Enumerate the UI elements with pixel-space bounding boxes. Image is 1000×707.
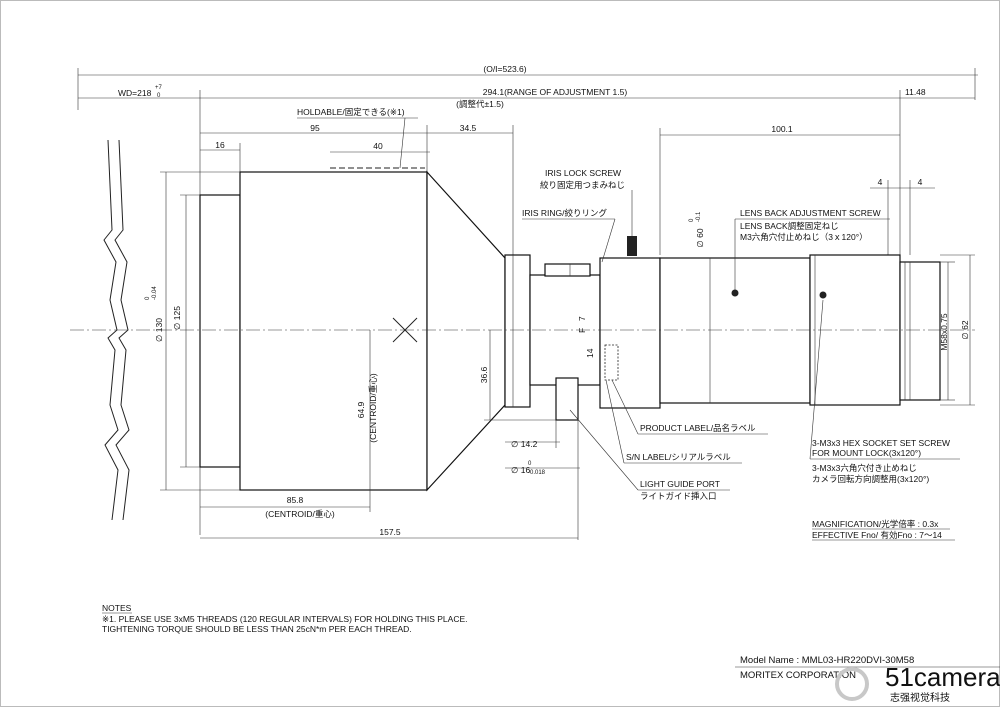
effective-fno-label: EFFECTIVE Fno/ 有効Fno : 7～14 (812, 530, 942, 540)
iris-ring-tab (544, 263, 591, 277)
product-label: PRODUCT LABEL/品名ラベル (640, 423, 756, 433)
d16b-dim: ∅ 16 (511, 465, 530, 475)
f-val-1: 7 (577, 316, 587, 321)
sn-label: S/N LABEL/シリアルラベル (626, 452, 731, 462)
iris-ring-leader (601, 218, 616, 263)
light-guide-port (555, 377, 579, 421)
d16-dim: 16 (215, 140, 225, 150)
d60-dim: ∅ 60 (695, 228, 705, 247)
notes-heading: NOTES (102, 603, 132, 613)
d62-dim: ∅ 62 (960, 320, 970, 339)
d345-dim: 34.5 (460, 123, 477, 133)
product-label-patch (604, 344, 619, 381)
hex-screw-label-1: 3-M3x3 HEX SOCKET SET SCREW (812, 438, 950, 448)
hex-screw-label-2: FOR MOUNT LOCK(3x120°) (812, 448, 921, 458)
cone-section (426, 170, 506, 492)
d4b-dim: 4 (918, 177, 923, 187)
watermark-logo-icon (835, 667, 869, 701)
d1001-dim: 100.1 (771, 124, 793, 134)
notes-line-2: TIGHTENING TORQUE SHOULD BE LESS THAN 25… (102, 624, 412, 634)
d16b-tol-a: 0 (528, 461, 532, 467)
lens-back-screw-hole (731, 289, 739, 297)
break-line-1 (103, 139, 119, 521)
notes-line-1: ※1. PLEASE USE 3xM5 THREADS (120 REGULAR… (102, 614, 468, 624)
centroid-v-label: (CENTROID/重心) (368, 373, 378, 443)
d60-tol-a: 0 (689, 218, 695, 222)
adjust-dim-jp: (調整代±1.5) (456, 99, 504, 109)
company-name: MORITEX CORPORATION (740, 670, 856, 681)
light-guide-label: LIGHT GUIDE PORT (640, 479, 720, 489)
d60-tol-b: -0.1 (696, 211, 702, 222)
f-mark: F (577, 328, 587, 333)
d40-dim: 40 (373, 141, 383, 151)
d130-dim: ∅ 130 (154, 318, 164, 342)
iris-ring (599, 257, 661, 409)
centroid-h-label: (CENTROID/重心) (265, 509, 335, 519)
watermark: 51camera 志强视觉科技 (835, 662, 1000, 704)
sn-label-leader (605, 379, 625, 464)
main-barrel (239, 171, 428, 491)
model-name: Model Name : MML03-HR220DVI-30M58 (740, 655, 914, 666)
iris-lock-label-jp: 絞り固定用つまみねじ (540, 180, 625, 190)
d142-dim: ∅ 14.2 (511, 439, 538, 449)
wd-dim: WD=218 (118, 88, 152, 98)
d858-dim: 85.8 (287, 495, 304, 505)
lens-back-label: LENS BACK ADJUSTMENT SCREW (740, 208, 881, 218)
thread-mount (899, 261, 941, 401)
d125-dim: ∅ 125 (172, 306, 182, 330)
mount-lock-screw-hole (819, 291, 827, 299)
d366-dim: 36.6 (479, 366, 489, 383)
lens-back-jp1: LENS BACK調整固定ねじ (740, 221, 839, 231)
d130-tol-b: -0.04 (152, 286, 158, 300)
centroid-mark-b (392, 317, 418, 343)
product-label-leader (611, 379, 639, 435)
d1148-dim: 11.48 (905, 87, 926, 97)
d1575-dim: 157.5 (379, 527, 401, 537)
adjust-dim: 294.1(RANGE OF ADJUSTMENT 1.5) (483, 87, 628, 97)
iris-lock-label: IRIS LOCK SCREW (545, 168, 621, 178)
watermark-brand: 51camera (885, 662, 1000, 692)
light-guide-label-jp: ライトガイド挿入口 (640, 491, 717, 501)
holdable-leader (399, 117, 406, 169)
watermark-sub: 志强视觉科技 (890, 691, 950, 704)
d16b-tol-b: -0.018 (528, 470, 546, 476)
hex-screw-label-jp1: 3-M3x3六角穴付き止めねじ (812, 463, 917, 473)
m58-dim: M58x0.75 (939, 313, 949, 351)
f-val-2: 14 (585, 348, 595, 358)
neck-ring (504, 254, 531, 408)
hex-screw-leader (809, 299, 824, 460)
holdable-label: HOLDABLE/固定できる(※1) (297, 107, 405, 117)
wd-tol-minus: 0 (157, 93, 161, 99)
d130-tol-a: 0 (145, 296, 151, 300)
hex-screw-label-jp2: カメラ回転方向調整用(3x120°) (812, 474, 929, 484)
d649-dim: 64.9 (356, 401, 366, 418)
iris-lock-screw (627, 236, 637, 256)
front-flange (199, 194, 241, 468)
oi-dim: (O/I=523.6) (483, 64, 526, 74)
light-guide-leader (569, 409, 639, 491)
lens-back-jp2: M3六角穴付止めねじ（3ｘ120°） (740, 232, 868, 242)
magnification-label: MAGNIFICATION/光学倍率 : 0.3x (812, 519, 939, 529)
wd-tol-plus: +7 (155, 85, 163, 91)
break-line-2 (114, 139, 130, 521)
d95-dim: 95 (310, 123, 320, 133)
iris-ring-label: IRIS RING/絞りリング (522, 208, 608, 218)
d4a-dim: 4 (878, 177, 883, 187)
iris-f-marks: F 7 14 (577, 316, 595, 358)
